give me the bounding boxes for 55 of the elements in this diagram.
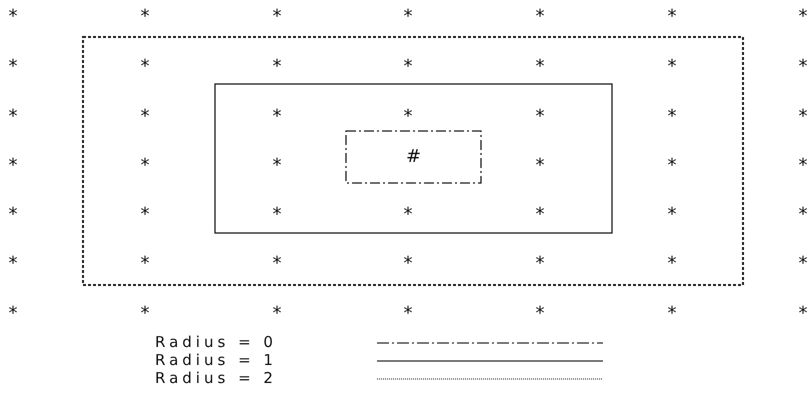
- grid-symbol: *: [272, 157, 282, 175]
- legend-label: Radius = 2: [155, 370, 277, 387]
- grid-symbol: *: [8, 108, 18, 126]
- grid-symbol: *: [272, 8, 282, 26]
- grid-symbol: *: [668, 305, 676, 323]
- grid-symbol: *: [8, 8, 18, 26]
- grid-symbol: *: [272, 206, 282, 224]
- grid-symbol: *: [404, 305, 412, 323]
- legend-label: Radius = 1: [155, 352, 277, 369]
- grid-symbol: *: [536, 58, 544, 76]
- grid-symbol: *: [140, 305, 150, 323]
- grid-symbol: *: [272, 305, 282, 323]
- grid-symbol: *: [536, 108, 544, 126]
- grid-symbol: *: [668, 58, 676, 76]
- legend-label: Radius = 0: [155, 334, 277, 351]
- grid-symbol: *: [798, 58, 808, 76]
- center-symbol: #: [406, 148, 422, 166]
- grid-symbol: *: [8, 206, 18, 224]
- grid-symbol: *: [798, 8, 808, 26]
- grid-symbol: *: [404, 255, 412, 273]
- grid-symbol: *: [798, 108, 808, 126]
- radius-zero-boundary: [346, 131, 481, 183]
- grid-symbol: *: [798, 305, 808, 323]
- grid-symbol: *: [668, 108, 676, 126]
- grid-symbol: *: [140, 157, 150, 175]
- grid-symbol: *: [668, 255, 676, 273]
- grid-symbol: *: [140, 8, 150, 26]
- grid-symbol: *: [140, 255, 150, 273]
- radius-one-boundary: [215, 84, 612, 233]
- grid-symbol: *: [668, 157, 676, 175]
- grid-symbol: *: [798, 206, 808, 224]
- grid-symbol: *: [140, 58, 150, 76]
- grid-symbol: *: [536, 206, 544, 224]
- grid-symbol: *: [404, 58, 412, 76]
- grid-symbol: *: [536, 255, 544, 273]
- grid-symbol: *: [536, 157, 544, 175]
- grid-symbol: *: [272, 108, 282, 126]
- grid-symbol: *: [536, 8, 544, 26]
- grid-symbol: *: [8, 58, 18, 76]
- grid-symbol: *: [668, 8, 676, 26]
- grid-symbol: *: [272, 58, 282, 76]
- grid-symbol: *: [404, 8, 412, 26]
- grid-symbol: *: [8, 157, 18, 175]
- grid-symbol: *: [668, 206, 676, 224]
- grid-symbol: *: [8, 305, 18, 323]
- grid-symbol: *: [140, 108, 150, 126]
- radius-two-boundary: [83, 37, 743, 285]
- grid-symbol: *: [8, 255, 18, 273]
- grid-symbol: *: [536, 305, 544, 323]
- grid-symbol: *: [798, 157, 808, 175]
- grid-symbol: *: [404, 108, 412, 126]
- grid-symbol: *: [272, 255, 282, 273]
- grid-symbol: *: [404, 206, 412, 224]
- grid-symbol: *: [798, 255, 808, 273]
- grid-symbol: *: [140, 206, 150, 224]
